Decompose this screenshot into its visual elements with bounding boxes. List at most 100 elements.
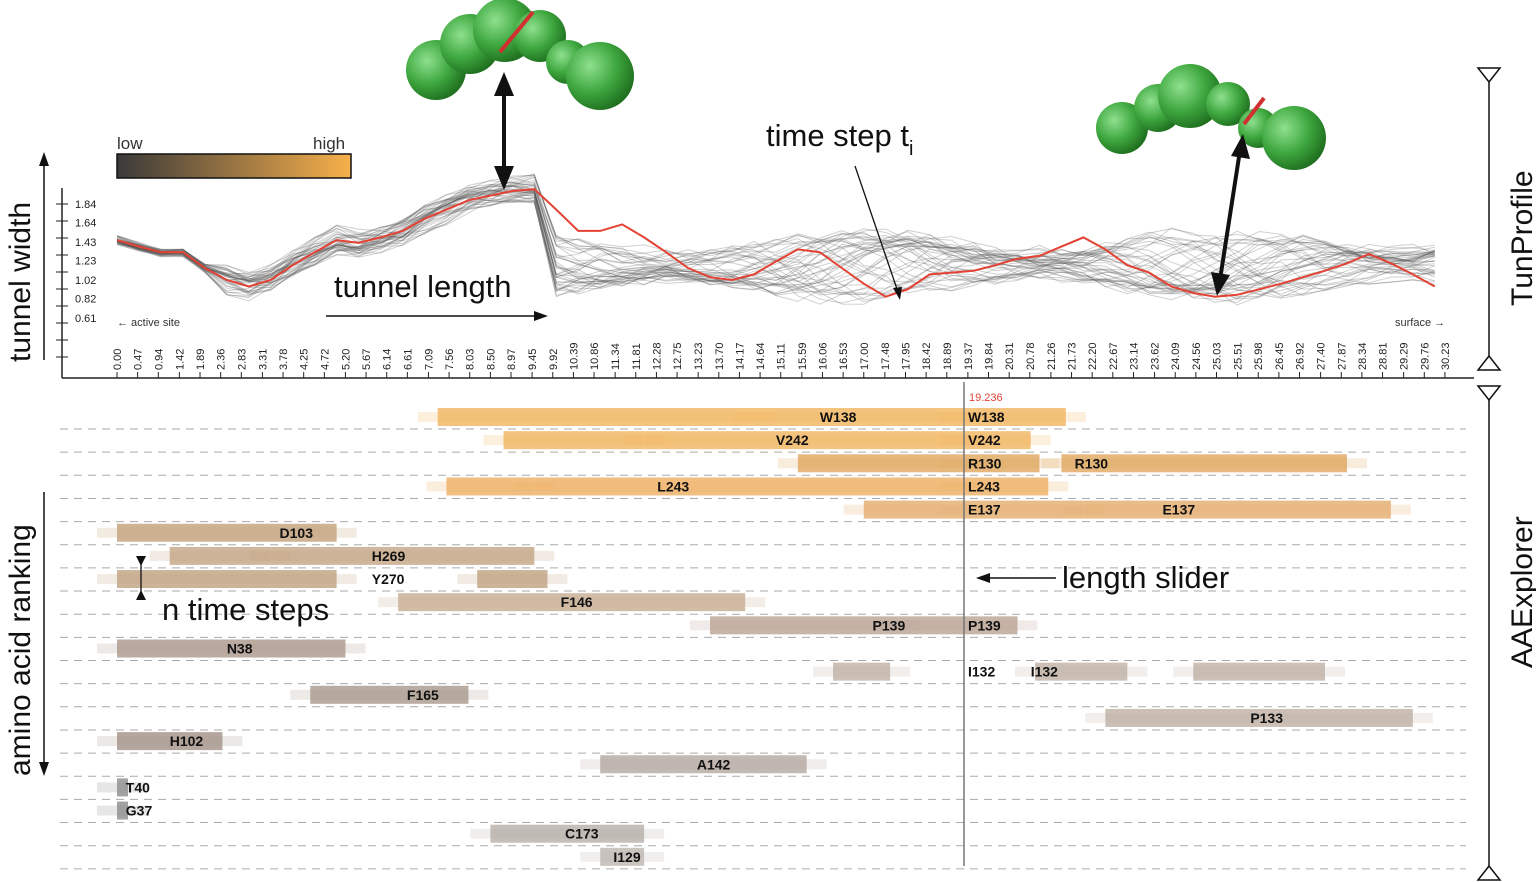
x-tick-label: 9.45 (527, 349, 539, 370)
n-time-steps-label: n time steps (162, 592, 329, 627)
y-tick-label: 1.43 (75, 237, 96, 249)
aa-bar-segment (534, 477, 961, 496)
aa-row-t40[interactable]: T40 (60, 778, 1466, 800)
slider-value: 19.236 (969, 392, 1003, 404)
x-tick-label: 21.26 (1046, 342, 1058, 370)
aa-bar-segment (117, 639, 346, 658)
aa-bar-segment (960, 408, 1066, 426)
aa-bar-fringe (843, 504, 981, 515)
profile-time-step-line (116, 177, 1435, 306)
aa-row-p139[interactable]: P139 P139 (60, 616, 1466, 638)
aa-bar-fringe (624, 435, 981, 446)
aa-row-h102[interactable]: H102 (60, 732, 1466, 754)
aa-slider-label: P139 (968, 617, 1001, 633)
n-time-steps-head-top (136, 556, 146, 566)
x-tick-label: 5.20 (340, 349, 352, 370)
aa-row-a142[interactable]: A142 (60, 755, 1466, 777)
tunnel-3d-left (406, 0, 634, 110)
profile-time-step-line (116, 190, 1435, 295)
color-legend-bar (116, 153, 352, 179)
aa-slider-label: L243 (968, 478, 1000, 494)
aa-bar-segment (270, 546, 535, 565)
aa-row-f165[interactable]: F165 (60, 685, 1466, 708)
aa-bar-segment (960, 431, 1031, 450)
aa-bar-fringe (1063, 504, 1411, 515)
x-tick-label: 29.29 (1399, 342, 1411, 370)
y-tick-label: 1.02 (75, 275, 96, 287)
x-tick-label: 10.39 (568, 342, 580, 370)
left-tunnel-arrowhead-top (494, 72, 514, 96)
y-axis-ticks: 1.841.641.431.231.020.820.61 (56, 199, 96, 358)
profile-time-step-line (116, 193, 1435, 292)
aa-label: P139 (873, 617, 906, 633)
profile-time-step-line (116, 196, 1435, 296)
profile-time-step-line (116, 180, 1435, 303)
x-tick-label: 9.92 (548, 349, 560, 370)
aa-bar-segment (117, 570, 337, 589)
right-tunnel-arrowhead-bottom (1211, 272, 1230, 296)
aa-bar-fringe (97, 527, 357, 538)
x-tick-label: 24.56 (1191, 342, 1203, 370)
profile-time-step-line (116, 190, 1435, 295)
aa-bar-fringe (417, 412, 774, 422)
x-tick-label: 8.97 (506, 349, 518, 370)
aa-row-g37[interactable]: G37 (60, 801, 1466, 824)
aa-row-i129[interactable]: I129 (60, 847, 1466, 870)
aa-bar-fringe (1015, 666, 1148, 677)
aa-bar-fringe (97, 574, 357, 585)
y-tick-label: 1.64 (75, 218, 96, 230)
time-step-pointer (854, 165, 899, 293)
x-tick-label: 11.34 (610, 343, 622, 370)
aa-bar-fringe (426, 481, 555, 492)
aa-label: R130 (1075, 455, 1109, 471)
aa-label: P133 (1250, 710, 1283, 726)
aa-row-r130[interactable]: R130 R130 (60, 454, 1466, 476)
aa-bar-fringe (940, 504, 1104, 515)
profile-time-step-line (116, 185, 1435, 298)
x-tick-label: 0.00 (112, 349, 124, 370)
legend-high-label: high (313, 134, 345, 153)
aa-row-f146[interactable]: F146 (60, 593, 1466, 615)
aa-bar-segment (833, 662, 891, 681)
profile-time-step-line (116, 177, 1435, 298)
aa-bar-fringe (580, 759, 827, 770)
panel-label-tunprofile: TunProfile (1506, 170, 1536, 306)
aa-row-c173[interactable]: C173 (60, 824, 1466, 847)
aa-row-d103[interactable]: D103 (60, 523, 1466, 546)
aa-row-n38[interactable]: N38 (60, 639, 1466, 661)
aa-bar-segment (753, 408, 961, 426)
aa-bar-segment (863, 500, 961, 519)
aa-slider-label: R130 (968, 455, 1002, 471)
profile-time-step-line (116, 181, 1435, 296)
x-tick-label: 7.56 (444, 349, 456, 370)
aa-row-h269[interactable]: H269 (60, 546, 1466, 569)
aa-bar-fringe (940, 481, 1069, 492)
profile-time-step-line (116, 185, 1435, 299)
x-tick-label: 18.89 (942, 342, 954, 370)
aa-row-p133[interactable]: P133 (60, 708, 1466, 731)
aa-row-y270[interactable]: Y270 (60, 570, 1466, 592)
aa-bar-segment (898, 616, 1018, 635)
x-tick-label: 23.62 (1150, 342, 1162, 370)
panel-bracket-top (1476, 67, 1502, 371)
aa-bar-segment (503, 431, 645, 450)
aa-label: F146 (561, 594, 593, 610)
aa-bar-fringe (733, 412, 981, 422)
aa-bar-fringe (940, 412, 1086, 422)
aa-label: T40 (126, 779, 150, 795)
x-tick-label: 2.36 (216, 349, 228, 370)
aa-label: A142 (697, 756, 731, 772)
time-step-label: time step ti (766, 118, 913, 160)
aa-label: F165 (407, 687, 439, 703)
right-tunnel-arrowhead-top (1231, 134, 1250, 159)
aa-bar-segment (117, 732, 223, 751)
x-tick-label: 1.89 (195, 349, 207, 370)
aa-label: Y270 (372, 571, 405, 587)
aa-bar-fringe (878, 620, 1038, 631)
